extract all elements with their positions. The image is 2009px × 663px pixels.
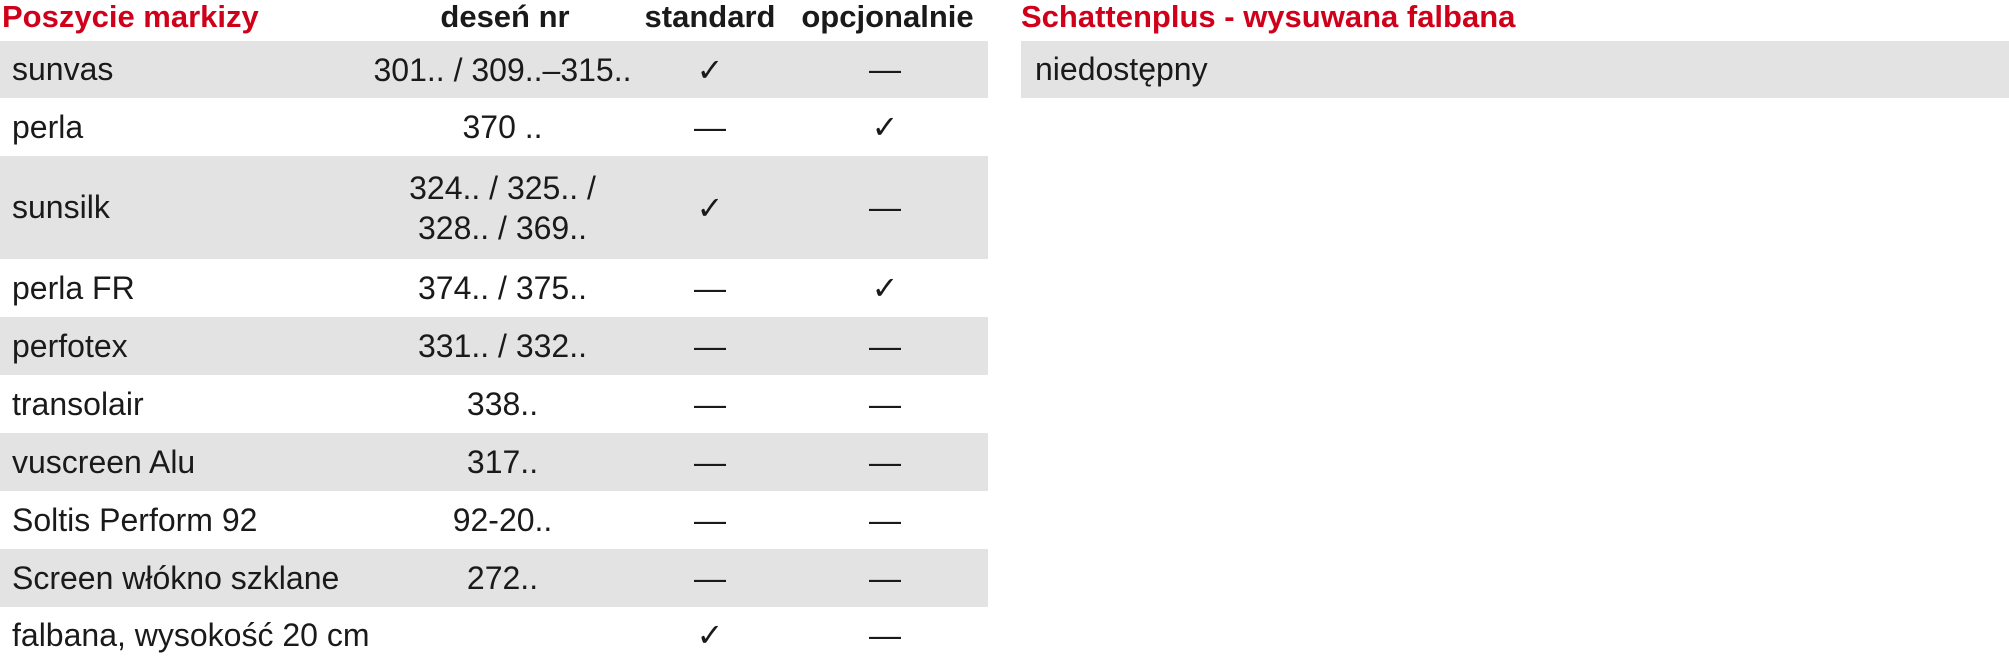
standard-dash-icon: — [694, 443, 726, 480]
fabric-name: perla FR [12, 269, 135, 306]
fabric-name: perla [12, 108, 84, 145]
standard-check-icon: ✓ [696, 617, 724, 653]
schattenplus-title: Schattenplus - wysuwana falbana [1021, 0, 1516, 34]
table-row: sunvas 301.. / 309..–315.. ✓ — [0, 41, 988, 98]
fabric-name: sunvas [12, 51, 114, 87]
standard-check-icon: ✓ [696, 51, 724, 88]
fabric-name: sunsilk [12, 189, 110, 225]
optional-dash-icon: — [869, 616, 901, 653]
optional-dash-icon: — [869, 501, 901, 538]
fabric-name: perfotex [12, 327, 128, 364]
fabric-name: transolair [12, 385, 144, 422]
standard-dash-icon: — [694, 327, 726, 364]
pattern-number: 374.. / 375.. [417, 270, 587, 306]
pattern-number [355, 607, 650, 663]
table-row: sunsilk 324.. / 325.. / 328.. / 369.. ✓ … [0, 156, 988, 259]
standard-dash-icon: — [694, 501, 726, 538]
schattenplus-row: niedostępny [1021, 41, 2009, 98]
optional-dash-icon: — [869, 385, 901, 422]
optional-dash-icon: — [869, 189, 901, 225]
fabric-name: Soltis Perform 92 [12, 501, 258, 538]
pattern-number: 324.. / 325.. / 328.. / 369.. [409, 169, 596, 246]
table-row: Soltis Perform 92 92-20.. — — [0, 491, 988, 549]
fabric-name: vuscreen Alu [12, 443, 196, 480]
table-row: vuscreen Alu 317.. — — [0, 433, 988, 491]
standard-dash-icon: — [694, 108, 726, 145]
pattern-number: 338.. [466, 386, 539, 422]
optional-dash-icon: — [869, 443, 901, 480]
table-row: perla FR 374.. / 375.. — ✓ [0, 259, 988, 317]
table-row: perfotex 331.. / 332.. — — [0, 317, 988, 375]
availability-value: niedostępny [1035, 51, 1208, 87]
standard-dash-icon: — [694, 385, 726, 422]
optional-check-icon: ✓ [871, 109, 899, 145]
pattern-number: 331.. / 332.. [417, 328, 587, 364]
pattern-number: 370 .. [462, 109, 543, 145]
table-row: perla 370 .. — ✓ [0, 98, 988, 156]
pattern-number: 301.. / 309..–315.. [373, 51, 632, 88]
fabric-table-title: Poszycie markizy [2, 0, 259, 34]
pattern-number: 272.. [466, 560, 539, 596]
standard-check-icon: ✓ [696, 189, 724, 226]
standard-column-header: standard [644, 0, 776, 34]
optional-column-header: opcjonalnie [801, 0, 974, 34]
standard-dash-icon: — [694, 269, 726, 306]
optional-dash-icon: — [869, 559, 901, 596]
pattern-number: 92-20.. [452, 502, 553, 538]
optional-check-icon: ✓ [871, 270, 899, 306]
optional-dash-icon: — [869, 51, 901, 87]
pattern-column-header: deseń nr [440, 0, 570, 34]
optional-dash-icon: — [869, 327, 901, 364]
fabric-name: Screen włókno szklane [12, 559, 340, 596]
table-row: falbana, wysokość 20 cm ✓ — [0, 607, 988, 663]
table-row: Screen włókno szklane 272.. — — [0, 549, 988, 607]
standard-dash-icon: — [694, 559, 726, 596]
pattern-number: 317.. [466, 444, 539, 480]
fabric-name: falbana, wysokość 20 cm [12, 616, 370, 653]
table-row: transolair 338.. — — [0, 375, 988, 433]
